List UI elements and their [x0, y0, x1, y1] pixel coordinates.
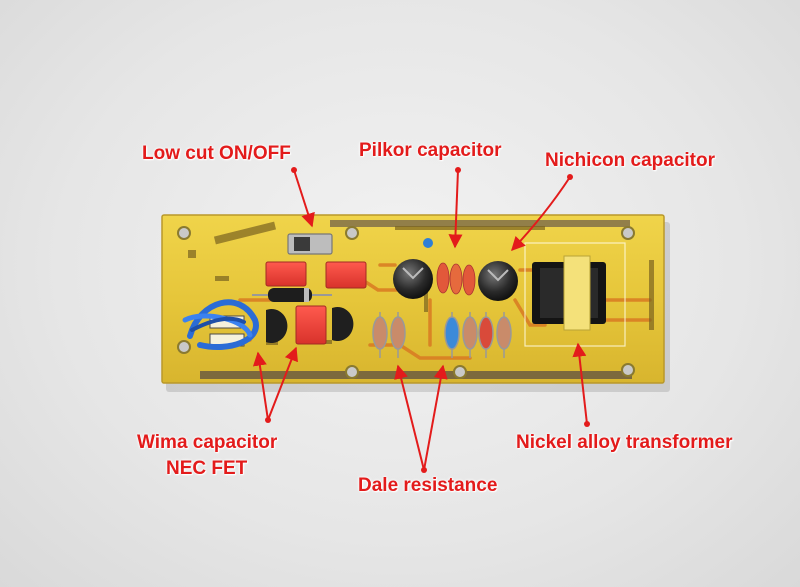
- nickel-transformer: [532, 255, 606, 331]
- blue-wires: [182, 299, 259, 351]
- low-cut-switch: [287, 233, 333, 255]
- pilkor-label: Pilkor capacitor: [359, 140, 502, 161]
- pointer-arrows: [252, 169, 588, 471]
- transformer-label: Nickel alloy transformer: [516, 432, 733, 453]
- pcb-traces: [218, 263, 652, 360]
- diode: [252, 288, 332, 302]
- dale-resistors: [372, 312, 512, 358]
- bottom-rail: [200, 371, 632, 379]
- nec-fets: [266, 307, 354, 343]
- dale-label: Dale resistance: [358, 475, 498, 496]
- top-rail: [330, 220, 630, 227]
- nec-fet-label: NEC FET: [166, 458, 248, 479]
- low-cut-label: Low cut ON/OFF: [142, 143, 291, 164]
- mounting-holes: [177, 226, 635, 379]
- pilkor-capacitors: [423, 238, 476, 296]
- wima-label: Wima capacitor: [137, 432, 278, 453]
- arrow-origin-dots: [265, 167, 590, 473]
- wima-capacitors: [265, 261, 367, 345]
- electrolytic-caps: [393, 259, 518, 301]
- nichicon-label: Nichicon capacitor: [545, 150, 715, 171]
